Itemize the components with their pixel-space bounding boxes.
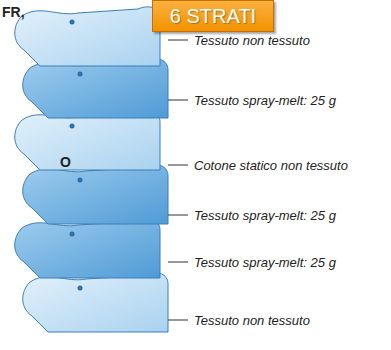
layer-label: Tessuto spray-melt: 25 g	[194, 255, 336, 270]
layer-4	[23, 165, 168, 224]
cut-text: FR,	[2, 4, 25, 20]
layer-label: Tessuto non tessuto	[194, 313, 310, 328]
layer-2	[23, 59, 168, 118]
layer-label: Tessuto spray-melt: 25 g	[194, 93, 336, 108]
layer-3	[15, 111, 160, 170]
layer-holes	[70, 20, 83, 291]
cut-text: O	[60, 154, 71, 170]
title-banner: 6 STRATI	[152, 0, 274, 32]
leader-lines	[168, 40, 188, 320]
layer-5	[15, 219, 160, 278]
layer-stack	[15, 7, 168, 332]
layer-label: Cotone statico non tessuto	[194, 158, 348, 173]
layer-label: Tessuto non tessuto	[194, 33, 310, 48]
layer-6	[23, 273, 168, 332]
layer-1	[15, 7, 160, 66]
banner-text: 6 STRATI	[165, 4, 261, 28]
layer-label: Tessuto spray-melt: 25 g	[194, 208, 336, 223]
